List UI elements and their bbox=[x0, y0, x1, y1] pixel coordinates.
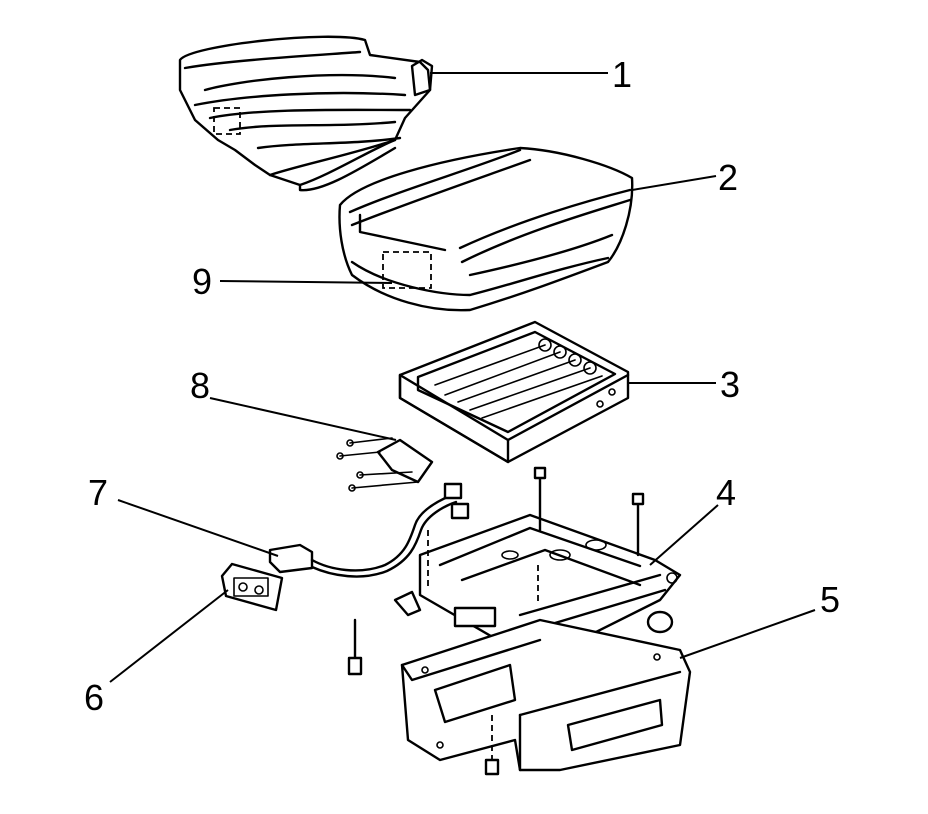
bolt-top-right bbox=[631, 492, 645, 557]
callout-8: 8 bbox=[190, 365, 210, 406]
part-1-seat-cover bbox=[178, 35, 434, 192]
part-2-seat-cushion bbox=[338, 146, 634, 312]
bolt-lower-left bbox=[347, 618, 363, 676]
part-7-wiring-harness bbox=[268, 482, 470, 578]
part-5-seat-riser bbox=[400, 618, 692, 776]
part-6-seat-switch bbox=[220, 562, 284, 612]
callout-2: 2 bbox=[718, 157, 738, 198]
leader-lines bbox=[109, 72, 816, 683]
part-8-bracket bbox=[336, 437, 434, 492]
part-3-seat-frame bbox=[398, 320, 630, 464]
callout-7: 7 bbox=[88, 472, 108, 513]
nut-right bbox=[646, 610, 674, 634]
bolt-bottom bbox=[484, 715, 500, 776]
bolt-top-left bbox=[533, 466, 547, 532]
callout-9: 9 bbox=[192, 261, 212, 302]
callout-4: 4 bbox=[716, 472, 736, 513]
callout-1: 1 bbox=[612, 54, 632, 95]
callout-3: 3 bbox=[720, 364, 740, 405]
callout-6: 6 bbox=[84, 677, 104, 718]
part-4-seat-adjuster bbox=[347, 466, 682, 676]
callout-5: 5 bbox=[820, 579, 840, 620]
